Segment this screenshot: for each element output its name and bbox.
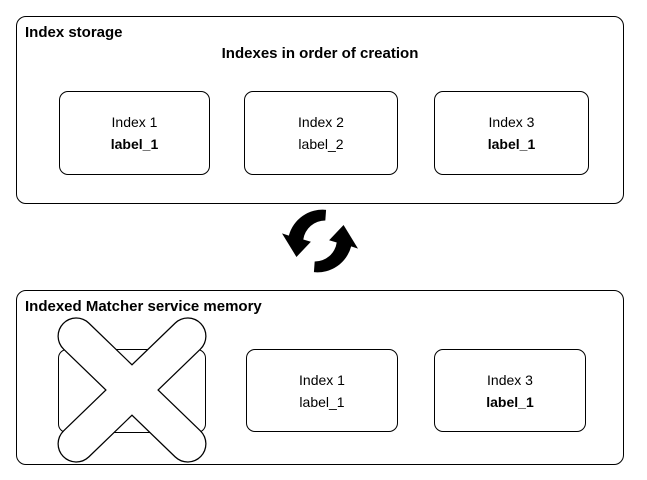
sync-arrows-icon — [282, 209, 358, 273]
index-label: label_1 — [487, 136, 536, 152]
index-name: Index 3 — [488, 114, 535, 130]
index-name: Index 1 — [299, 371, 345, 388]
index-label: label_1 — [110, 136, 159, 152]
index-name: Index 1 — [111, 114, 158, 130]
index-label: label_2 — [298, 136, 344, 152]
indexes-order-subtitle: Indexes in order of creation — [221, 45, 419, 62]
matcher-memory-title: Indexed Matcher service memory — [25, 298, 262, 315]
index-name: Index 3 — [487, 371, 533, 388]
index-storage-panel: Index storage Indexes in order of creati… — [16, 16, 624, 204]
index-name: Index 2 — [298, 114, 344, 130]
memory-index-1-card: Index 1 label_1 — [246, 349, 398, 432]
storage-index-3-card: Index 3 label_1 — [434, 91, 589, 175]
index-label: label_1 — [486, 393, 534, 410]
memory-index-3-card: Index 3 label_1 — [434, 349, 586, 432]
matcher-memory-panel: Indexed Matcher service memory Index 2 l… — [16, 290, 624, 465]
storage-index-1-card: Index 1 label_1 — [59, 91, 210, 175]
cross-x-icon — [57, 317, 207, 463]
storage-index-2-card: Index 2 label_2 — [244, 91, 398, 175]
index-label: label_1 — [299, 393, 345, 410]
index-storage-title: Index storage — [25, 24, 123, 41]
